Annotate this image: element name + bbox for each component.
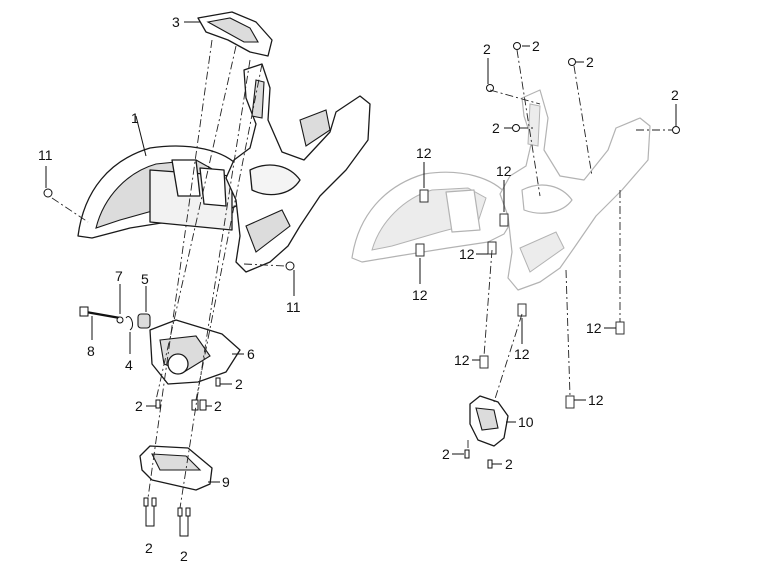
- callout-12: 12: [588, 392, 604, 408]
- callout-2: 2: [180, 548, 188, 562]
- part-1-front-cover: [77, 145, 249, 239]
- callout-11: 11: [286, 299, 301, 315]
- part-centre-body-frame: [225, 63, 371, 273]
- clips-12: [415, 189, 625, 409]
- callout-2: 2: [235, 376, 243, 392]
- callout-2: 2: [214, 398, 222, 414]
- callout-12: 12: [412, 287, 428, 303]
- callout-2: 2: [145, 540, 153, 556]
- callout-11: 11: [38, 147, 53, 163]
- callout-labels: 3 1 11 11 7 5 8 4 6 2 2 2 9 2 2 2 2 2 2 …: [38, 14, 679, 562]
- part-cover-ghost-right: [351, 171, 517, 263]
- part-8-bolt: [79, 306, 121, 320]
- callout-10: 10: [518, 414, 534, 430]
- callout-2: 2: [483, 41, 491, 57]
- part-5-nut: [137, 313, 151, 329]
- callout-4: 4: [125, 357, 133, 373]
- callout-12: 12: [459, 246, 475, 262]
- callout-2: 2: [532, 38, 540, 54]
- callout-9: 9: [222, 474, 230, 490]
- screw-11-right: [285, 261, 295, 271]
- part-3-top-grip: [197, 11, 273, 57]
- leader-lines-right: [419, 45, 677, 465]
- assembly-lines-right: [467, 49, 672, 450]
- callout-2: 2: [586, 54, 594, 70]
- part-9-bottom-bracket: [139, 445, 213, 491]
- assembly-lines-left: [51, 39, 287, 509]
- callout-2: 2: [671, 87, 679, 103]
- part-4-spring-clip: [125, 316, 133, 331]
- screws-2-right: [464, 42, 680, 469]
- callout-5: 5: [141, 271, 149, 287]
- callout-7: 7: [115, 268, 123, 284]
- screw-11-left: [43, 188, 53, 198]
- callout-12: 12: [586, 320, 602, 336]
- callout-6: 6: [247, 346, 255, 362]
- part-7-washer: [116, 316, 124, 324]
- callout-8: 8: [87, 343, 95, 359]
- part-body-ghost-right: [499, 89, 651, 291]
- callout-2: 2: [492, 120, 500, 136]
- callout-12: 12: [454, 352, 470, 368]
- part-6-lower-housing: [149, 319, 241, 385]
- callout-12: 12: [496, 163, 512, 179]
- callout-12: 12: [416, 145, 432, 161]
- callout-12: 12: [514, 346, 530, 362]
- callout-2: 2: [442, 446, 450, 462]
- callout-2: 2: [135, 398, 143, 414]
- callout-1: 1: [131, 110, 139, 126]
- part-10-switch-bracket: [469, 395, 509, 447]
- callout-3: 3: [172, 14, 180, 30]
- leader-lines-left: [45, 21, 295, 537]
- callout-2: 2: [505, 456, 513, 472]
